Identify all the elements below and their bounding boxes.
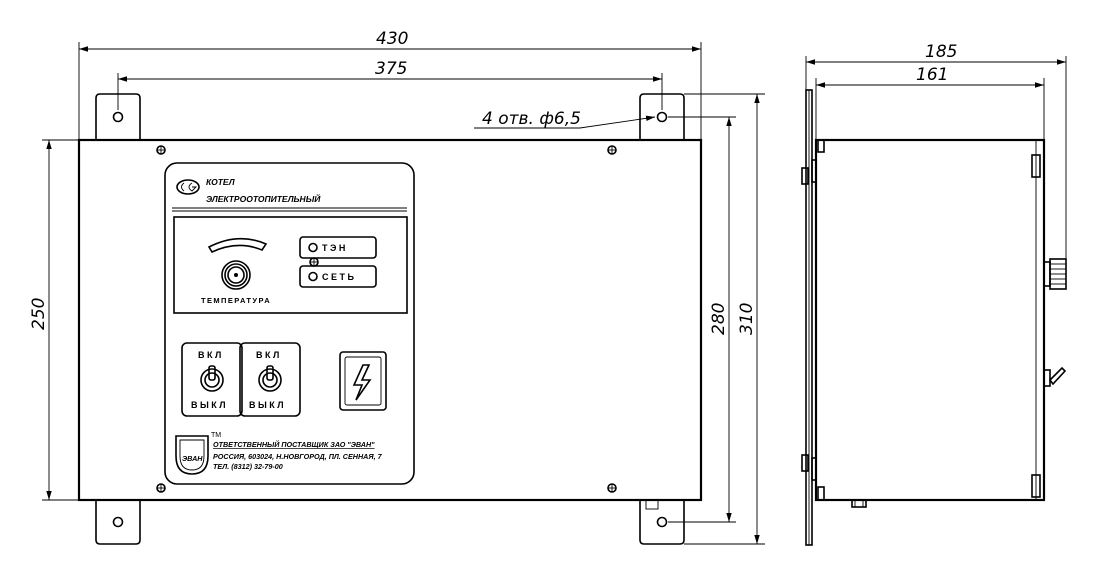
power-indicator-label: СЕТЬ — [322, 272, 356, 282]
phone-line: ТЕЛ. (8312) 32-79-00 — [213, 462, 283, 471]
panel-title-line2: ЭЛЕКТРООТОПИТЕЛЬНЫЙ — [206, 193, 321, 204]
evan-logo-text: ЭВАН — [182, 454, 203, 463]
dim-mount-height: 280 — [709, 303, 729, 335]
address-line: РОССИЯ, 603024, Н.НОВГОРОД, ПЛ. СЕННАЯ, … — [213, 452, 383, 461]
side-view: 185 161 — [801, 42, 1067, 546]
heater-indicator: ТЭН — [299, 236, 377, 259]
side-toggle-icon — [1043, 366, 1067, 387]
trademark-mark: TM — [211, 432, 221, 439]
display-window — [173, 216, 408, 314]
high-voltage-icon — [339, 351, 387, 411]
boiler-body — [77, 138, 703, 502]
dim-body-height: 250 — [29, 298, 49, 330]
dim-mount-spacing: 375 — [375, 59, 407, 79]
dim-overall-height: 310 — [737, 303, 757, 335]
temperature-scale-arc — [207, 237, 268, 254]
switch1-off-label: ВЫКЛ — [191, 400, 228, 410]
screw-bottom-left — [156, 483, 166, 493]
side-body — [814, 138, 1046, 502]
control-panel-plate — [164, 162, 415, 485]
power-indicator: СЕТЬ — [299, 265, 377, 288]
dim-side-depth: 185 — [925, 42, 957, 62]
front-view: КОТЕЛ ЭЛЕКТРООТОПИТЕЛЬНЫЙ ТЕМПЕРАТУРА ТЭ… — [29, 29, 765, 545]
panel-title-line1: КОТЕЛ — [206, 177, 235, 187]
toggle-switch-2[interactable]: ВКЛ ВЫКЛ — [239, 342, 301, 417]
dim-overall-width: 430 — [376, 29, 408, 49]
side-knob-icon — [1043, 258, 1067, 290]
screw-bottom-right — [607, 483, 617, 493]
heater-indicator-label: ТЭН — [322, 243, 348, 253]
toggle-switch-1[interactable]: ВКЛ ВЫКЛ — [181, 342, 243, 417]
bracket-bottom-left — [95, 500, 141, 545]
dim-side-body-depth: 161 — [916, 65, 948, 85]
screw-top-left — [156, 145, 166, 155]
dim-holes-note: 4 отв. ф6,5 — [482, 109, 581, 129]
supplier-line: ОТВЕТСТВЕННЫЙ ПОСТАВЩИК ЗАО "ЭВАН" — [213, 440, 375, 449]
switch2-off-label: ВЫКЛ — [249, 400, 286, 410]
certification-mark-icon — [176, 179, 200, 195]
mid-screw — [309, 257, 319, 267]
evan-logo-icon: ЭВАН — [175, 435, 209, 475]
screw-top-right — [607, 145, 617, 155]
temperature-knob-label: ТЕМПЕРАТУРА — [201, 296, 271, 305]
switch1-on-label: ВКЛ — [198, 350, 224, 360]
switch2-on-label: ВКЛ — [256, 350, 282, 360]
temperature-knob[interactable] — [221, 260, 251, 290]
